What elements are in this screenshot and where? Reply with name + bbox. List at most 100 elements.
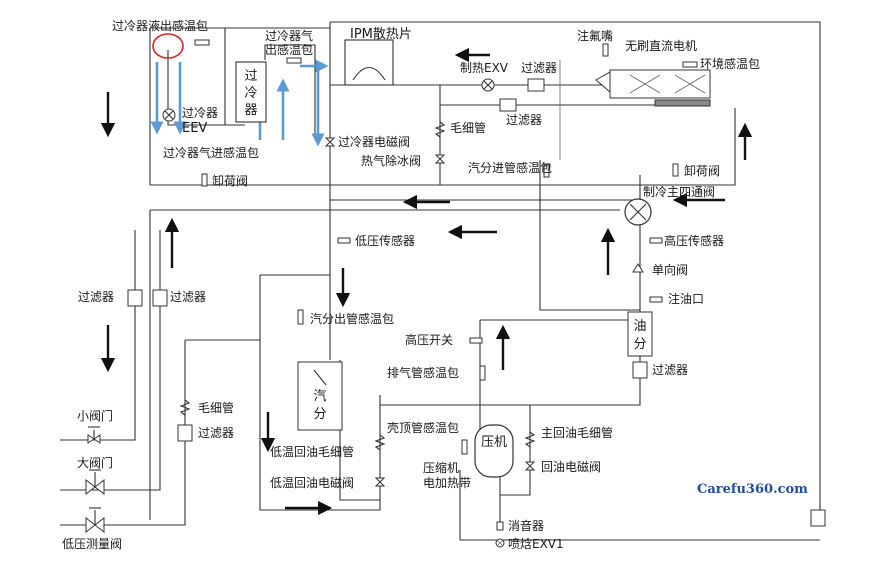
compressor-heater-label-1: 压缩机 [423, 460, 459, 475]
subcooler-solenoid-icon [324, 137, 336, 147]
low-temp-return-capillary-label: 低温回油毛细管 [270, 444, 354, 459]
low-pressure-gauge-valve-icon [85, 507, 105, 534]
brushless-motor-label: 无刷直流电机 [625, 39, 697, 53]
capillary-label: 毛细管 [450, 120, 486, 135]
main-oil-capillary-icon [524, 431, 536, 448]
filter-left-a-label: 过滤器 [78, 290, 114, 304]
unload-valve-left-label: 卸荷阀 [212, 173, 248, 188]
unload-valve-left-icon [201, 173, 208, 187]
accumulator-outlet-sensor-label: 汽分出管感温包 [310, 311, 394, 326]
injection-exv-label: 喷焓EXV1 [508, 536, 564, 551]
compressor-body [474, 424, 514, 478]
fluorine-nozzle-icon [602, 43, 609, 57]
subcooler-eev-label-2: EEV [182, 121, 207, 136]
ipm-heatsink-box [344, 39, 394, 86]
filter-bottom-right-icon [810, 509, 826, 527]
unload-valve-right-label: 卸荷阀 [684, 163, 720, 178]
capillary-left-label: 毛细管 [198, 400, 234, 415]
capillary-left-icon [179, 399, 191, 416]
filter-mid-label: 过滤器 [506, 113, 542, 127]
subcooler-liquid-sensor-icon [194, 39, 210, 46]
outdoor-coil [609, 69, 711, 99]
oil-return-solenoid-label: 回油电磁阀 [541, 459, 601, 474]
filter-mid-icon [499, 98, 517, 112]
ambient-sensor-icon [682, 61, 698, 68]
discharge-sensor-icon [479, 365, 486, 381]
check-valve-icon [632, 263, 644, 273]
subcooler-eev-icon [162, 108, 176, 122]
low-temp-return-solenoid-label: 低温回油电磁阀 [270, 475, 354, 490]
subcooler-gas-out-label-2: 出感温包 [265, 42, 313, 57]
shell-top-sensor-label: 壳顶管感温包 [387, 420, 459, 435]
filter-top-icon [527, 78, 545, 92]
filter-right-icon [632, 361, 648, 379]
oil-separator-char-2: 分 [633, 337, 646, 352]
oil-separator-box [627, 311, 653, 357]
hot-gas-defrost-icon [434, 154, 446, 164]
accumulator-box [297, 361, 343, 431]
subcooler-solenoid-label: 过冷器电磁阀 [338, 134, 410, 149]
accumulator-inlet-sensor-label: 汽分进管感温包 [468, 160, 552, 175]
muffler-label: 消音器 [508, 518, 544, 533]
heating-exv-icon [481, 78, 495, 92]
small-valve-label: 小阀门 [77, 408, 113, 423]
high-pressure-switch-icon [469, 337, 483, 344]
filter-left-c-label: 过滤器 [198, 426, 234, 440]
filter-left-b-label: 过滤器 [170, 290, 206, 304]
subcooler-char-3: 器 [244, 103, 257, 118]
small-valve-icon [87, 426, 101, 444]
injection-exv-icon [495, 538, 505, 548]
ambient-sensor-label: 环境感温包 [700, 56, 760, 71]
oil-charge-port-icon [649, 296, 663, 303]
subcooler-char-1: 过 [244, 69, 257, 84]
accumulator-char-2: 分 [313, 407, 326, 422]
large-valve-icon [85, 469, 105, 496]
subcooler-gas-out-label-1: 过冷器气 [265, 28, 313, 43]
ipm-heatsink-icon [352, 66, 386, 81]
high-pressure-switch-label: 高压开关 [405, 332, 453, 347]
high-pressure-sensor-icon [649, 237, 663, 244]
check-valve-label: 单向阀 [652, 262, 688, 277]
capillary-icon [434, 121, 446, 138]
coil-header [654, 99, 711, 107]
subcooler-eev-label-1: 过冷器 [182, 106, 218, 120]
unload-valve-right-icon [672, 163, 679, 177]
flow-arrows [100, 47, 753, 516]
heating-exv-label: 制热EXV [460, 61, 509, 75]
fluorine-nozzle-label: 注氟嘴 [577, 28, 613, 43]
brushless-motor-icon [595, 71, 611, 94]
accumulator-outlet-sensor-icon [297, 309, 304, 325]
filter-left-a-icon [127, 289, 143, 307]
filter-left-c-icon [177, 424, 193, 442]
filter-right-label: 过滤器 [652, 363, 688, 377]
filter-left-b-icon [152, 289, 168, 307]
compressor-heater-label-2: 电加热带 [423, 476, 471, 490]
oil-separator-char-1: 油 [633, 319, 646, 334]
discharge-sensor-label: 排气管感温包 [387, 365, 459, 380]
low-pressure-gauge-valve-label: 低压测量阀 [62, 537, 122, 551]
subcooler-gas-out-sensor-icon [286, 57, 302, 64]
filter-top-label: 过滤器 [521, 61, 557, 75]
large-valve-label: 大阀门 [77, 455, 113, 470]
oil-charge-port-label: 注油口 [668, 291, 704, 306]
low-temp-capillary-icon [374, 434, 386, 451]
main-oil-return-capillary-label: 主回油毛细管 [541, 425, 613, 440]
subcooler-gas-in-label: 过冷器气进感温包 [163, 145, 259, 160]
four-way-valve-label: 制冷主四通阀 [643, 185, 715, 199]
subcooler-liquid-sensor-label: 过冷器液出感温包 [112, 18, 208, 33]
accumulator-inlet-sensor-icon [543, 164, 550, 178]
subcooler-char-2: 冷 [244, 86, 257, 101]
subcooler-outlet-marker [152, 33, 184, 59]
shell-top-sensor-icon [461, 439, 468, 455]
hot-gas-defrost-label: 热气除冰阀 [361, 153, 421, 168]
accumulator-char-1: 汽 [313, 389, 326, 404]
low-temp-solenoid-icon [374, 477, 386, 487]
oil-return-solenoid-icon [524, 461, 536, 471]
subcooler-block [235, 61, 267, 123]
high-pressure-sensor-label: 高压传感器 [664, 233, 724, 248]
compressor-label: 压机 [481, 435, 507, 450]
low-pressure-sensor-icon [337, 237, 351, 244]
low-pressure-sensor-label: 低压传感器 [355, 233, 415, 248]
watermark: Carefu360.com [697, 482, 808, 497]
